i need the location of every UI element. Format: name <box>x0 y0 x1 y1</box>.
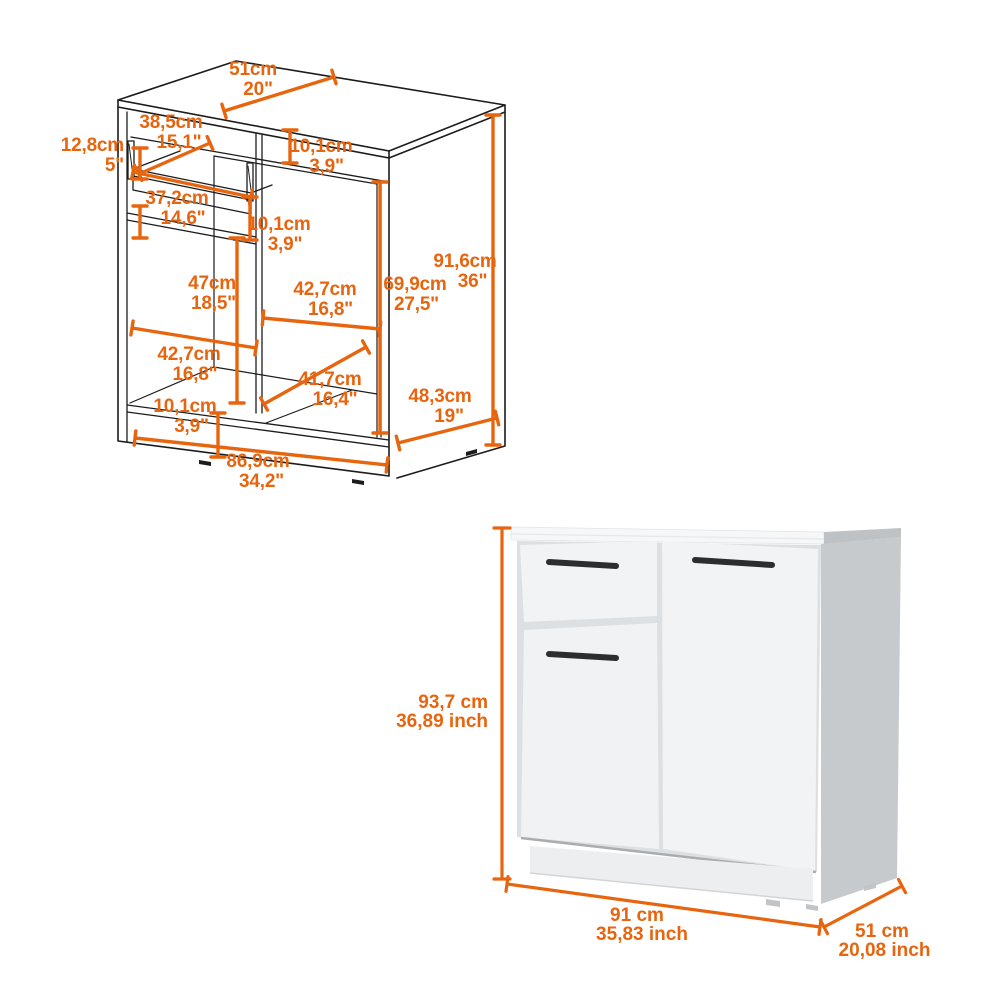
dimline-side-depth <box>394 409 501 452</box>
dim-inch: 27,5" <box>394 294 439 315</box>
dim-cm: 69,9cm <box>383 274 447 295</box>
cabinet-front-structure <box>126 133 390 448</box>
drawing-dimension-lines <box>129 68 502 474</box>
dim-inch: 18,5" <box>191 293 236 314</box>
dimline-left-opening-height <box>228 236 246 405</box>
dim-inch: 36,89 inch <box>396 711 488 732</box>
render-right-side-panel <box>821 537 901 904</box>
dim-cm: 48,3cm <box>408 386 472 407</box>
dim-inch: 20" <box>243 79 273 100</box>
dim-cm: 91 cm <box>610 905 664 926</box>
render-door-lower-left <box>521 623 659 849</box>
dim-inch: 14,6" <box>160 208 206 229</box>
dim-cm: 51cm <box>229 59 277 80</box>
dim-cm: 37,2cm <box>145 188 209 209</box>
dimline-render-height <box>492 526 512 881</box>
dim-cm: 10,1cm <box>153 396 217 417</box>
dim-cm: 12,8cm <box>60 135 124 156</box>
dim-cm: 47cm <box>188 273 236 294</box>
dim-cm: 10,1cm <box>289 136 353 157</box>
render-feet <box>766 883 876 911</box>
dim-cm: 42,7cm <box>293 279 357 300</box>
render-plinth <box>530 846 813 901</box>
dimline-interior-height <box>371 180 389 435</box>
dim-inch: 3,9" <box>174 416 209 437</box>
dimline-top-depth <box>220 68 338 120</box>
dimline-overall-height <box>484 113 502 447</box>
dim-inch: 20,08 inch <box>838 940 931 961</box>
dim-cm: 86,9cm <box>226 451 290 472</box>
dim-inch: 34,2" <box>239 471 284 492</box>
dim-inch: 3,9" <box>267 234 303 255</box>
dimline-plinth-height <box>209 411 227 459</box>
dim-cm: 91,6cm <box>433 251 497 272</box>
render-drawer-front <box>520 541 657 622</box>
render-door-right <box>662 541 818 871</box>
dimline-left-opening-width <box>129 319 259 357</box>
cabinet-render <box>510 526 901 911</box>
cabinet-body-outline <box>117 106 506 479</box>
dimline-interior-width <box>132 429 390 474</box>
dim-inch: 5" <box>104 155 124 176</box>
cabinet-feet-marks <box>199 449 477 485</box>
dim-cm: 51 cm <box>855 921 909 942</box>
dimline-right-floor-width <box>258 339 372 412</box>
dim-inch: 19" <box>434 406 464 427</box>
render-plinth-bottom-edge <box>529 872 814 902</box>
dimline-render-depth <box>818 877 908 936</box>
drawer-handle <box>546 559 619 569</box>
dim-inch: 16,8" <box>308 299 353 320</box>
dimline-top-rail-height <box>281 128 299 165</box>
dim-inch: 15,1" <box>156 132 202 153</box>
dim-cm: 10,1cm <box>247 214 311 235</box>
render-top-right-band <box>824 528 901 544</box>
dimline-mid-rail-height <box>241 195 259 242</box>
dim-cm: 93,7 cm <box>418 692 488 713</box>
lower-door-handle <box>546 651 619 661</box>
dim-inch: 35,83 inch <box>596 924 688 945</box>
dim-inch: 16,8" <box>172 364 218 385</box>
render-dimension-lines <box>492 526 908 936</box>
dim-cm: 41,7cm <box>298 369 362 390</box>
render-handles <box>546 557 775 661</box>
render-top-molding-line <box>510 533 825 540</box>
dimline-drawer-height <box>131 146 149 240</box>
dim-cm: 42,7cm <box>157 344 221 365</box>
dim-inch: 3,9" <box>309 156 344 177</box>
dim-cm: 38,5cm <box>139 112 203 133</box>
dim-inch: 16,4" <box>312 389 358 410</box>
right-door-handle <box>692 557 775 568</box>
dim-inch: 36" <box>457 271 488 292</box>
technical-drawing <box>117 60 506 485</box>
